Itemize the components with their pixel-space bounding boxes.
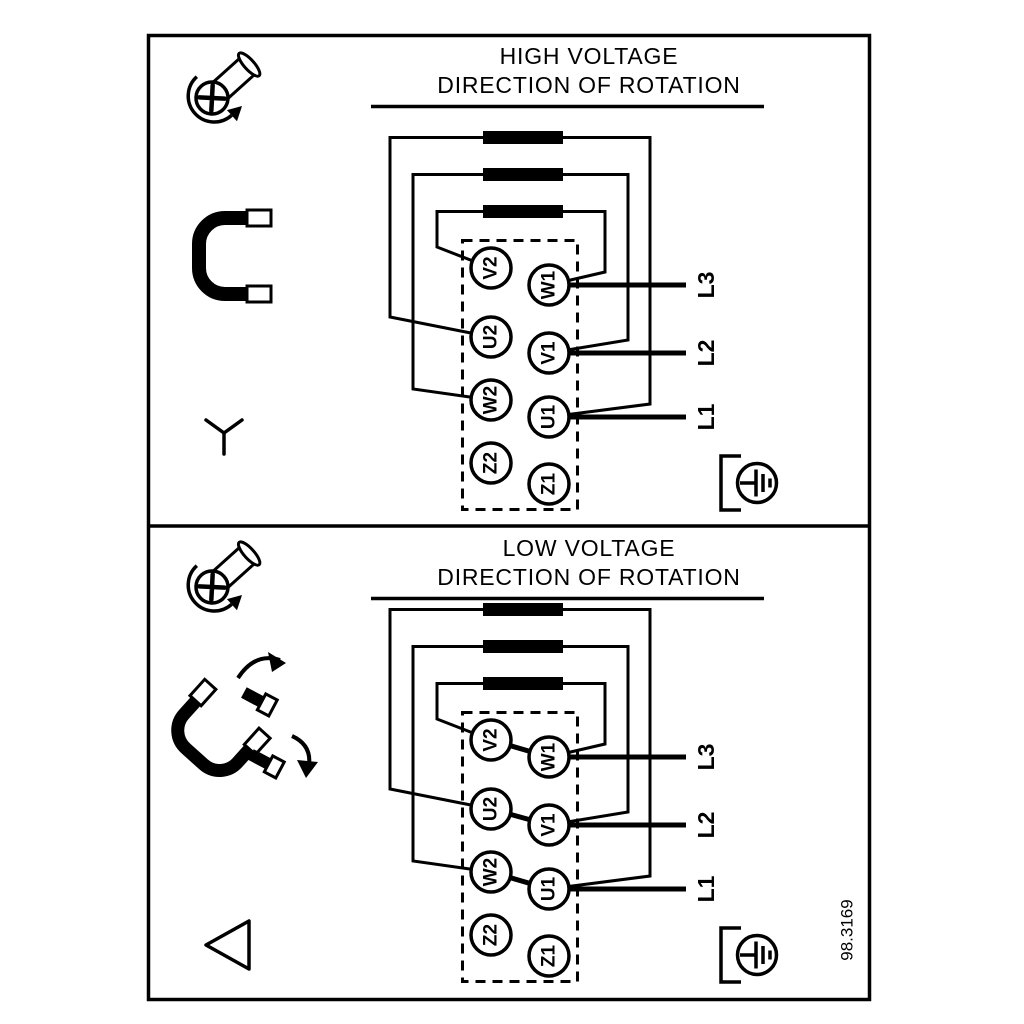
screw-rotation-icon bbox=[178, 531, 276, 628]
terminal-label-w2: W2 bbox=[481, 386, 502, 415]
outer-frame bbox=[146, 33, 872, 1002]
terminal-label-z1: Z1 bbox=[539, 944, 560, 967]
low-voltage-subtitle: DIRECTION OF ROTATION bbox=[437, 564, 740, 590]
figure-number: 98.3169 bbox=[838, 899, 857, 960]
phase-label-l2: L2 bbox=[693, 340, 719, 367]
delta-connection-icon bbox=[204, 919, 251, 971]
terminal-label-u1: U1 bbox=[539, 876, 560, 901]
screw-rotation-icon bbox=[178, 42, 276, 139]
move-arrowhead bbox=[297, 760, 318, 778]
terminal-bridge-icon bbox=[192, 208, 273, 304]
phase-label-l3: L3 bbox=[693, 272, 719, 299]
high-voltage-title: HIGH VOLTAGE bbox=[500, 43, 679, 69]
terminal-label-v1: V1 bbox=[539, 341, 560, 365]
terminal-label-z1: Z1 bbox=[539, 472, 560, 495]
phase-label-l3: L3 bbox=[693, 744, 719, 771]
terminal-label-z2: Z2 bbox=[481, 924, 502, 946]
terminal-label-w2: W2 bbox=[481, 858, 502, 887]
terminal-label-u2: U2 bbox=[481, 325, 502, 349]
terminal-label-u1: U1 bbox=[539, 404, 560, 429]
star-connection-icon bbox=[204, 418, 244, 456]
terminal-label-v2: V2 bbox=[481, 728, 502, 751]
wiring-harness bbox=[390, 131, 777, 510]
low-voltage-title: LOW VOLTAGE bbox=[503, 535, 676, 561]
terminal-label-w1: W1 bbox=[539, 270, 560, 299]
terminal-label-v2: V2 bbox=[481, 256, 502, 279]
terminal-label-u2: U2 bbox=[481, 797, 502, 821]
terminal-label-z2: Z2 bbox=[481, 452, 502, 474]
terminal-label-v1: V1 bbox=[539, 813, 560, 837]
phase-label-l1: L1 bbox=[693, 403, 719, 430]
panel-low-voltage: LOW VOLTAGE DIRECTION OF ROTATION bbox=[171, 531, 777, 982]
wiring-harness bbox=[390, 603, 777, 982]
panel-high-voltage: HIGH VOLTAGE DIRECTION OF ROTATION V2 U2… bbox=[178, 42, 777, 510]
terminal-links-repositioned-icon bbox=[171, 652, 318, 780]
phase-label-l2: L2 bbox=[693, 812, 719, 839]
high-voltage-subtitle: DIRECTION OF ROTATION bbox=[437, 72, 740, 98]
phase-label-l1: L1 bbox=[693, 875, 719, 902]
move-arrowhead bbox=[268, 652, 286, 672]
terminal-label-w1: W1 bbox=[539, 742, 560, 771]
